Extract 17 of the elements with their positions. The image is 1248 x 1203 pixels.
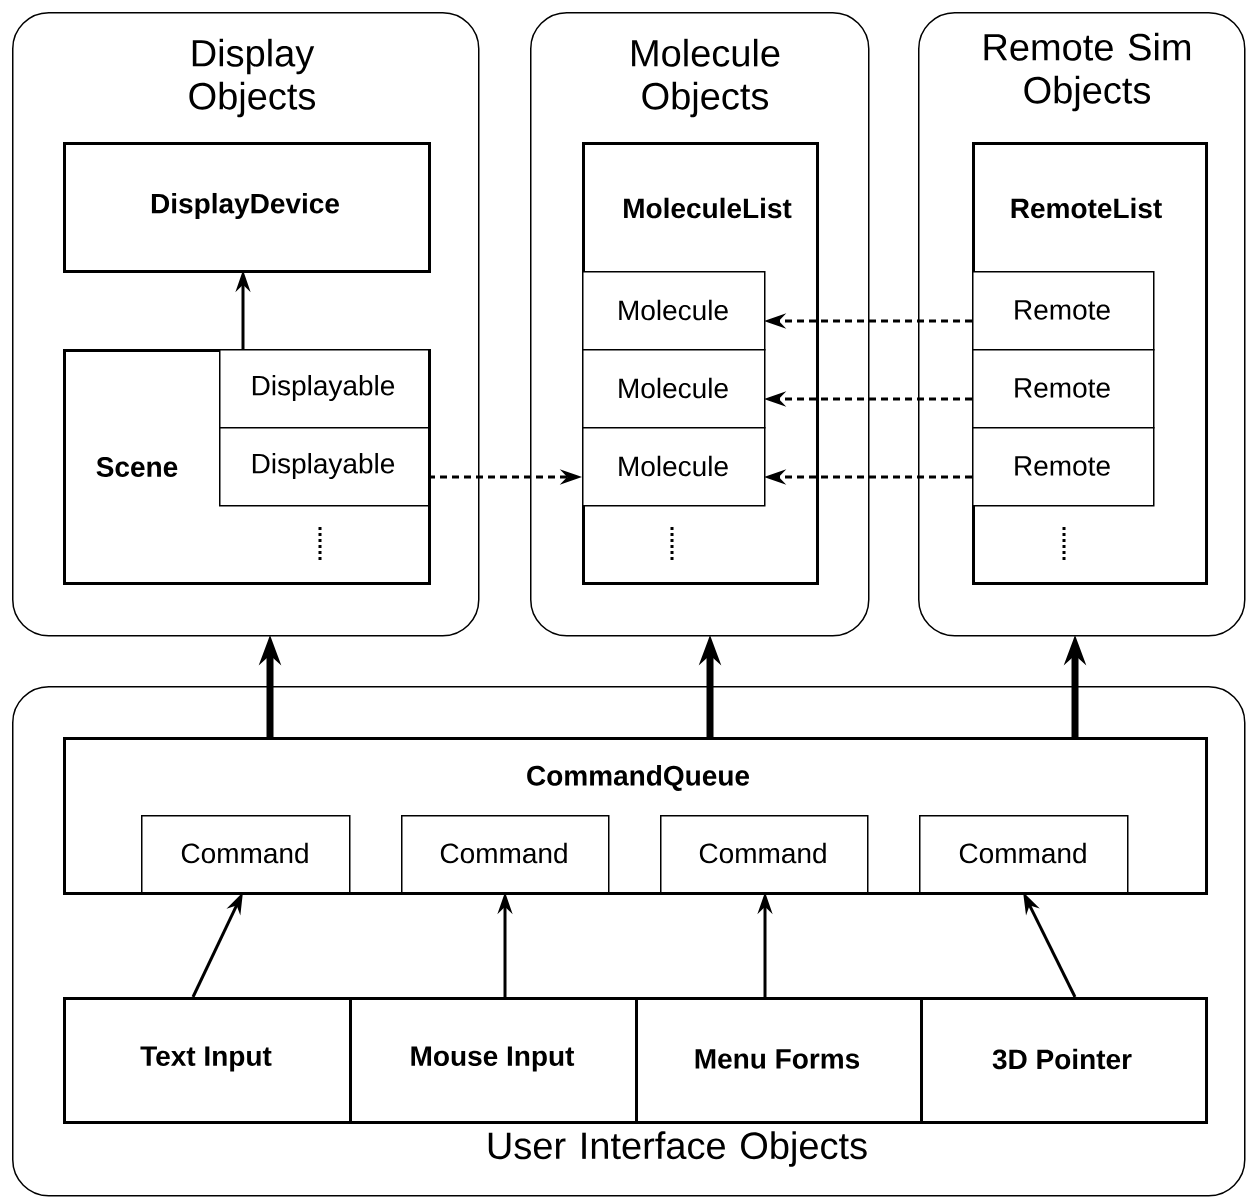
item-box: Command (660, 815, 869, 894)
item-box: Displayable (219, 427, 430, 507)
class-box: Text Input (63, 997, 352, 1124)
class-box: 3D Pointer (920, 997, 1208, 1124)
item-box: Molecule (582, 271, 766, 351)
class-box: Mouse Input (349, 997, 638, 1124)
item-box: Command (401, 815, 610, 894)
item-box: Remote (972, 271, 1155, 351)
item-box: Remote (972, 349, 1155, 429)
item-box: Molecule (582, 349, 766, 429)
item-box: Command (919, 815, 1129, 894)
item-box: Remote (972, 427, 1155, 507)
class-box: Menu Forms (635, 997, 923, 1124)
item-box: Displayable (219, 349, 430, 429)
item-box: Molecule (582, 427, 766, 507)
item-box: Command (141, 815, 351, 894)
class-box: DisplayDevice (63, 142, 431, 273)
